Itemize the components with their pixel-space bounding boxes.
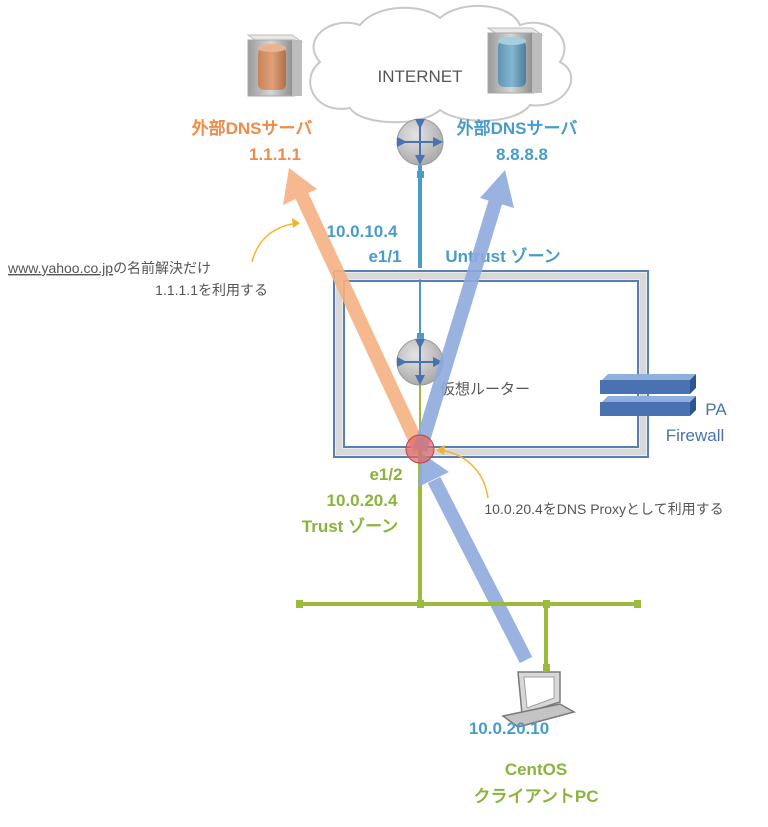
client-desc: クライアントPC [474,787,599,806]
trust-zone: Trust ゾーン [302,517,398,536]
proxy-callout-curve [439,449,489,499]
firewall-label-name: Firewall [666,426,725,445]
yahoo-callout-curve [251,222,299,263]
client-os: CentOS [505,760,567,779]
firewall-label-pa: PA [705,400,727,419]
arrow-to-dns-left [283,168,427,453]
yahoo-note-url[interactable]: www.yahoo.co.jp [7,260,113,276]
proxy-callout-arrowhead [436,445,445,455]
internet-label: INTERNET [378,67,463,86]
dns-server-left-icon [246,34,304,97]
client-port [543,664,550,671]
yahoo-callout-arrowhead [292,218,300,228]
dns-server-right-icon [486,27,544,94]
dns-left-name: 外部DNSサーバ [192,118,313,138]
laptop-icon [501,671,576,728]
proxy-note: 10.0.20.4をDNS Proxyとして利用する [484,501,723,517]
client-ip: 10.0.20.10 [469,719,549,738]
untrust-iface: e1/1 [368,247,401,266]
arrow-to-dns-right [413,170,514,453]
pa-firewall-icon [600,374,696,416]
trust-ip: 10.0.20.4 [327,491,398,510]
uplink-port-top [417,171,424,178]
virtual-router-label: 仮想ルーター [440,381,530,398]
yahoo-note-line2: 1.1.1.1を利用する [155,282,268,298]
yahoo-note-line1: www.yahoo.co.jpの名前解決だけ [7,260,211,276]
trust-interface-marker [405,434,435,464]
firewall-frame [333,270,649,458]
lan-end-left [296,600,303,608]
yahoo-note-rest: の名前解決だけ [113,260,211,276]
dns-right-name: 外部DNSサーバ [457,118,578,138]
untrust-ip: 10.0.10.4 [327,222,398,241]
arrow-client-to-trust [418,452,533,664]
trust-iface: e1/2 [369,465,402,484]
internet-router-icon [396,118,444,166]
lan-tap-trust [417,600,424,608]
dns-left-ip: 1.1.1.1 [249,145,301,164]
dns-right-ip: 8.8.8.8 [496,145,548,164]
inner-port-top [417,333,424,340]
untrust-zone: Untrust ゾーン [445,247,560,266]
lan-end-right [634,600,641,608]
